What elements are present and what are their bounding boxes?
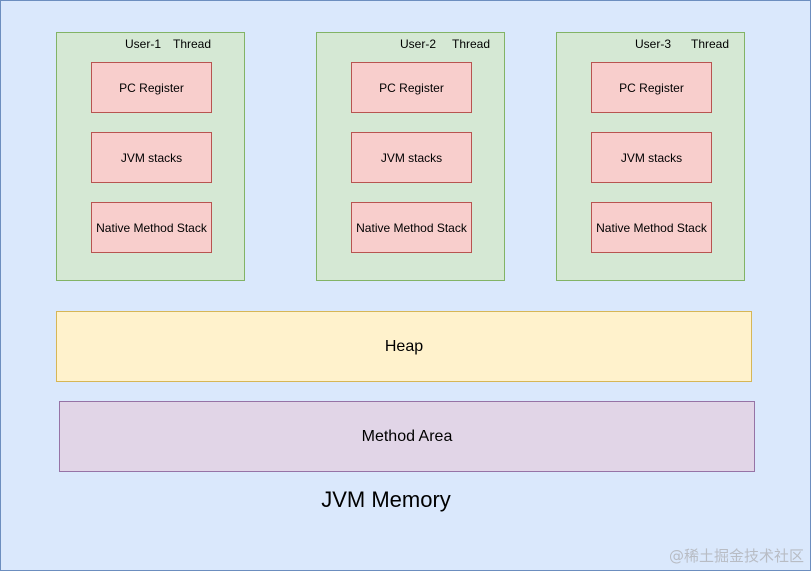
pc-register-box: PC Register xyxy=(591,62,712,113)
jvm-stacks-box: JVM stacks xyxy=(591,132,712,183)
jvm-stacks-box: JVM stacks xyxy=(91,132,212,183)
jvm-stacks-box: JVM stacks xyxy=(351,132,472,183)
thread-user-label: User-1 xyxy=(125,37,162,51)
native-method-stack-box: Native Method Stack xyxy=(591,202,712,253)
thread-user-label: User-3 xyxy=(635,37,672,51)
heap-box: Heap xyxy=(56,311,752,382)
watermark-text: @稀土掘金技术社区 xyxy=(668,547,804,565)
thread-label: Thread xyxy=(691,37,730,51)
thread-box-user-2: User-2 Thread PC Register JVM stacks Nat… xyxy=(316,32,505,281)
thread-label: Thread xyxy=(452,37,491,51)
native-method-stack-box: Native Method Stack xyxy=(351,202,472,253)
pc-register-box: PC Register xyxy=(91,62,212,113)
diagram-caption: JVM Memory xyxy=(321,487,451,512)
thread-label: Thread xyxy=(173,37,212,51)
thread-box-user-1: User-1 Thread PC Register JVM stacks Nat… xyxy=(56,32,245,281)
thread-box-user-3: User-3 Thread PC Register JVM stacks Nat… xyxy=(556,32,745,281)
native-method-stack-box: Native Method Stack xyxy=(91,202,212,253)
pc-register-box: PC Register xyxy=(351,62,472,113)
method-area-box: Method Area xyxy=(59,401,755,472)
thread-user-label: User-2 xyxy=(400,37,437,51)
